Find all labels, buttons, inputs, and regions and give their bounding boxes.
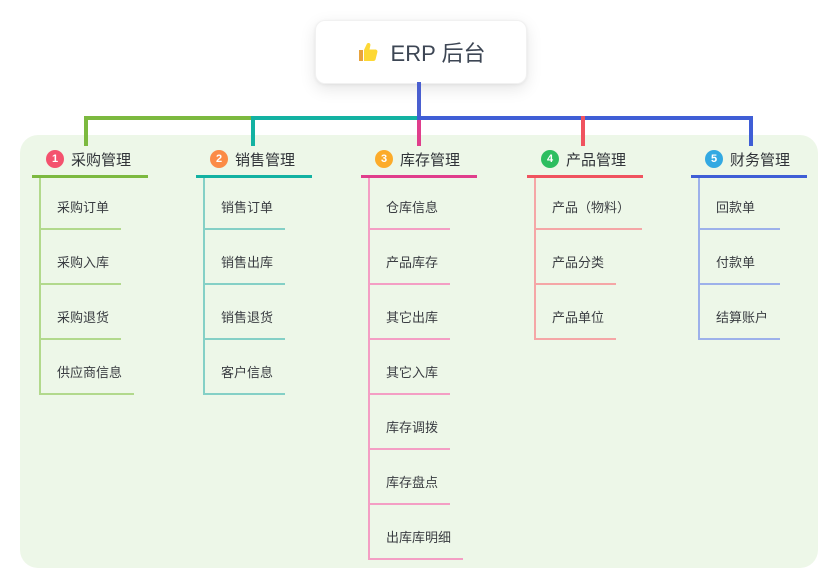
tree-item[interactable]: 供应商信息 — [39, 361, 135, 395]
tree-item[interactable]: 出库库明细 — [368, 526, 464, 560]
branch-label: 产品管理 — [566, 151, 627, 169]
thumbs-up-icon — [357, 40, 381, 64]
rail-segment-blue — [417, 116, 753, 120]
branch-label: 销售管理 — [235, 151, 296, 169]
branch-number-badge: 1 — [46, 150, 64, 168]
tree-item[interactable]: 付款单 — [698, 251, 780, 285]
branch-label: 库存管理 — [400, 151, 461, 169]
tree-item[interactable]: 仓库信息 — [368, 196, 451, 230]
branches-panel — [20, 135, 818, 568]
tree-item[interactable]: 销售订单 — [203, 196, 286, 230]
branch-number-badge: 4 — [541, 150, 559, 168]
branch-label: 财务管理 — [730, 151, 791, 169]
tree-item[interactable]: 客户信息 — [203, 361, 286, 395]
branch-number-badge: 2 — [210, 150, 228, 168]
root-node-label: ERP 后台 — [390, 41, 486, 66]
subtree-vertical-line — [203, 178, 205, 395]
branch-drop-line — [749, 116, 753, 146]
branch-header[interactable]: 4 产品管理 — [527, 149, 643, 178]
tree-item[interactable]: 结算账户 — [698, 306, 781, 340]
subtree-vertical-line — [368, 178, 370, 560]
branch-header[interactable]: 5 财务管理 — [691, 149, 807, 178]
tree-item[interactable]: 产品（物料） — [534, 196, 643, 230]
rail-segment-green — [84, 116, 255, 120]
tree-item[interactable]: 其它出库 — [368, 306, 451, 340]
subtree-vertical-line — [39, 178, 41, 395]
tree-item[interactable]: 其它入库 — [368, 361, 451, 395]
branch-label: 采购管理 — [71, 151, 132, 169]
tree-item[interactable]: 销售退货 — [203, 306, 286, 340]
branch-number-badge: 3 — [375, 150, 393, 168]
tree-item[interactable]: 产品单位 — [534, 306, 617, 340]
subtree-vertical-line — [534, 178, 536, 340]
subtree-vertical-line — [698, 178, 700, 340]
tree-item[interactable]: 采购订单 — [39, 196, 122, 230]
tree-item[interactable]: 回款单 — [698, 196, 780, 230]
tree-item[interactable]: 采购入库 — [39, 251, 122, 285]
tree-item[interactable]: 库存调拨 — [368, 416, 451, 450]
branch-header[interactable]: 2 销售管理 — [196, 149, 312, 178]
root-connector-line — [417, 82, 421, 116]
tree-item[interactable]: 产品库存 — [368, 251, 451, 285]
rail-segment-teal — [255, 116, 419, 120]
branch-drop-line — [251, 116, 255, 146]
branch-number-badge: 5 — [705, 150, 723, 168]
tree-item[interactable]: 库存盘点 — [368, 471, 451, 505]
branch-header[interactable]: 1 采购管理 — [32, 149, 148, 178]
branch-drop-line — [84, 116, 88, 146]
branch-header[interactable]: 3 库存管理 — [361, 149, 477, 178]
tree-item[interactable]: 采购退货 — [39, 306, 122, 340]
branch-drop-line — [581, 116, 585, 146]
branch-drop-line — [417, 120, 421, 146]
tree-item[interactable]: 产品分类 — [534, 251, 617, 285]
root-node[interactable]: ERP 后台 — [315, 20, 527, 84]
tree-item[interactable]: 销售出库 — [203, 251, 286, 285]
